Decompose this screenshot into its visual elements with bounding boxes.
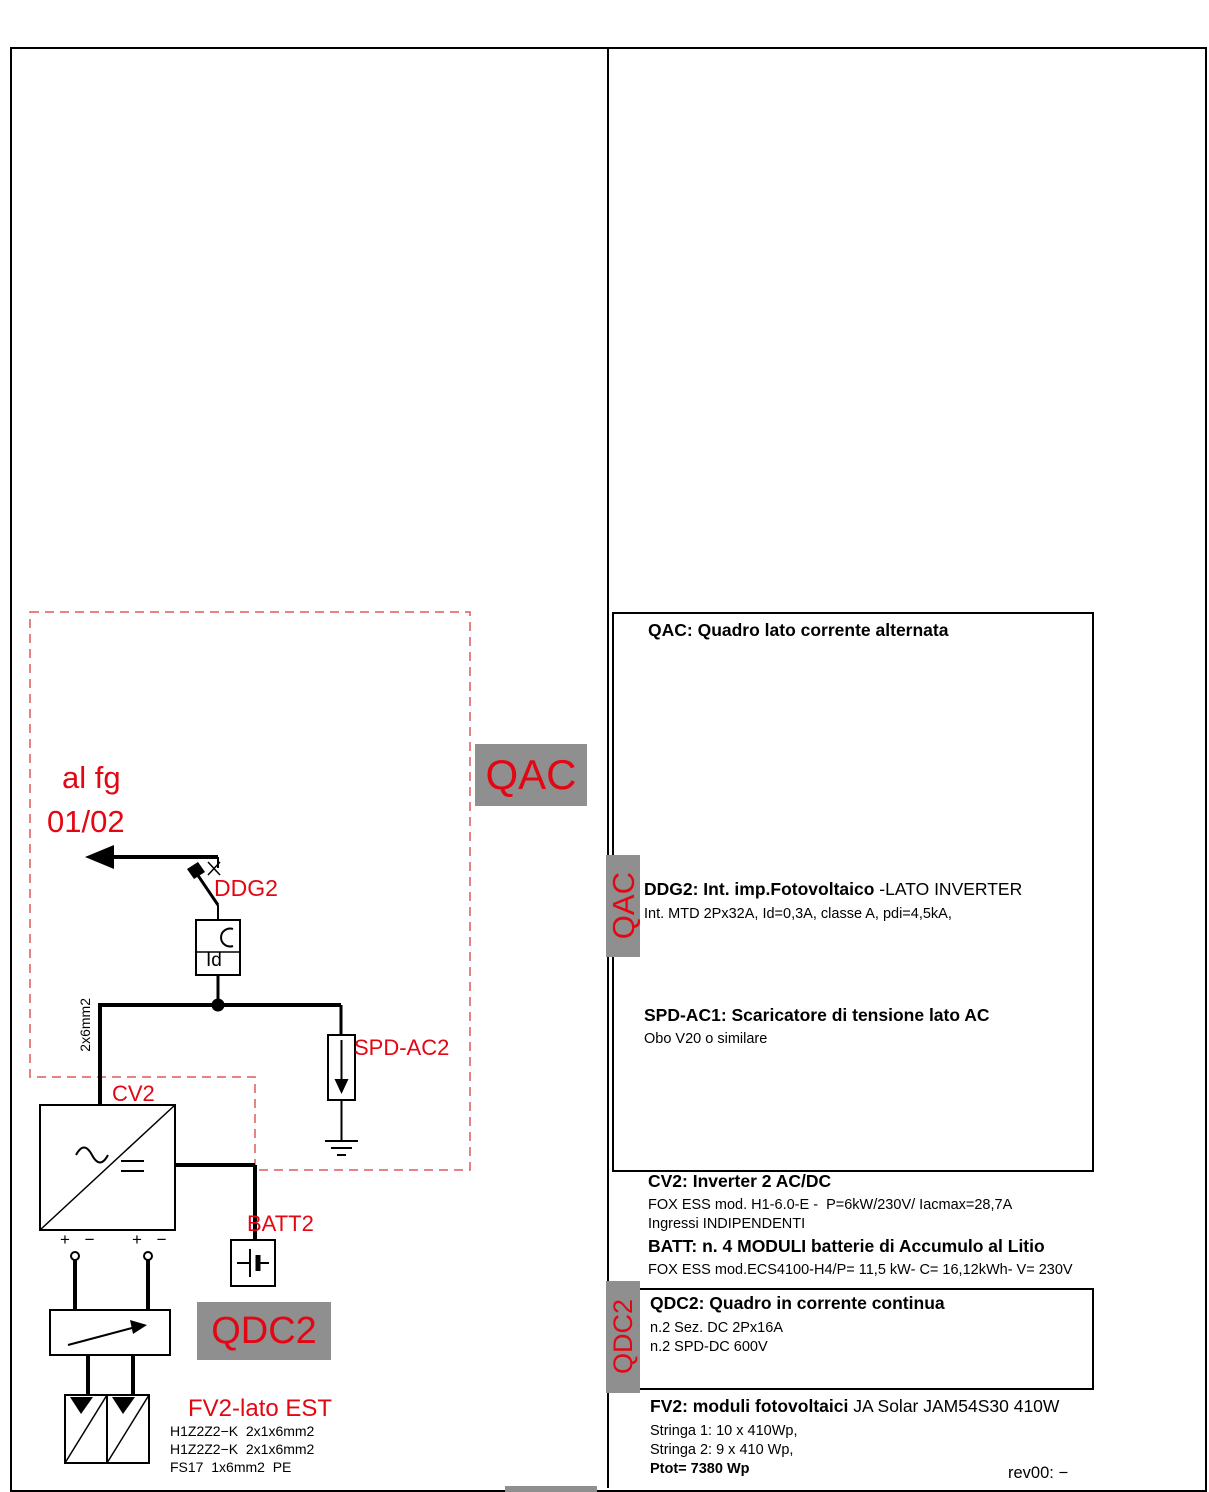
ddg2-legend-title: DDG2: Int. imp.Fotovoltaico -LATO INVERT… <box>644 879 1022 901</box>
qac-tag-box: QAC <box>475 744 587 806</box>
cable-spec-line-2: H1Z2Z2−K 2x1x6mm2 <box>170 1441 315 1457</box>
ddg2-legend-title-rest: -LATO INVERTER <box>874 879 1023 899</box>
ddg2-breaker-symbol <box>187 857 241 976</box>
cv2-legend-detail-1: FOX ESS mod. H1-6.0-E - P=6kW/230V/ Iacm… <box>648 1197 1013 1213</box>
pv-module-symbols <box>64 1394 150 1464</box>
cable-size-vertical-label: 2x6mm2 <box>74 985 96 1065</box>
qdc2-side-tab-label: QDC2 <box>607 1299 638 1375</box>
cv2-legend-detail-2: Ingressi INDIPENDENTI <box>648 1216 806 1232</box>
qac-side-tab-label: QAC <box>605 872 641 940</box>
id-label: Id <box>206 950 222 971</box>
inverter-terminals-left: + − <box>60 1230 100 1249</box>
destination-label-line2: 01/02 <box>47 804 125 839</box>
qdc2-tag-label: QDC2 <box>211 1310 317 1352</box>
qac-legend-title: QAC: Quadro lato corrente alternata <box>648 620 949 640</box>
batt-legend-title: BATT: n. 4 MODULI batterie di Accumulo a… <box>648 1236 1045 1256</box>
spd-ac2-label: SPD-AC2 <box>354 1035 450 1060</box>
fv2-legend-title-rest: JA Solar JAM54S30 410W <box>848 1396 1060 1416</box>
qac-boundary-dashed <box>29 611 471 1171</box>
ddg2-legend-title-bold: DDG2: Int. imp.Fotovoltaico <box>644 879 875 899</box>
cable-spec-line-1: H1Z2Z2−K 2x1x6mm2 <box>170 1423 315 1439</box>
ddg2-label: DDG2 <box>214 875 278 901</box>
cv2-label: CV2 <box>112 1081 155 1106</box>
dc-string-lines <box>70 1251 153 1396</box>
qac-tag-label: QAC <box>485 751 577 798</box>
cv2-inverter-symbol <box>39 1104 176 1231</box>
cable-size-vertical-text: 2x6mm2 <box>77 998 93 1052</box>
bottom-gray-mark <box>505 1486 597 1492</box>
cv2-legend-title: CV2: Inverter 2 AC/DC <box>648 1171 832 1191</box>
fv2-legend-ptot: Ptot= 7380 Wp <box>650 1461 750 1477</box>
battery-connection <box>175 1163 276 1287</box>
fv2-legend-title-bold: FV2: moduli fotovoltaici <box>650 1396 849 1416</box>
spd-legend-detail: Obo V20 o similare <box>644 1031 768 1047</box>
qdc2-legend-title: QDC2: Quadro in corrente continua <box>650 1293 945 1313</box>
batt2-label: BATT2 <box>247 1211 314 1236</box>
batt-legend-detail: FOX ESS mod.ECS4100-H4/P= 11,5 kW- C= 16… <box>648 1262 1073 1278</box>
destination-label-line1: al fg <box>62 760 121 795</box>
ac-bus-lines <box>98 975 343 1110</box>
cable-spec-line-3: FS17 1x6mm2 PE <box>170 1459 292 1475</box>
qdc2-legend-detail-1: n.2 Sez. DC 2Px16A <box>650 1320 783 1336</box>
feeder-arrow <box>85 845 218 869</box>
fv2-label: FV2-lato EST <box>188 1395 333 1422</box>
spd-legend-title: SPD-AC1: Scaricatore di tensione lato AC <box>644 1005 990 1025</box>
ddg2-legend-detail: Int. MTD 2Px32A, Id=0,3A, classe A, pdi=… <box>644 906 952 922</box>
revision-label: rev00: − <box>1008 1464 1069 1482</box>
qac-legend-box <box>612 612 1094 1172</box>
inverter-terminals-right: + − <box>132 1230 172 1249</box>
qdc2-tag-box: QDC2 <box>197 1302 331 1360</box>
qdc2-switch-symbol <box>49 1309 171 1356</box>
spd-ac2-symbol <box>325 1034 358 1156</box>
qac-side-tab: QAC <box>605 855 641 957</box>
qdc2-side-tab: QDC2 <box>606 1281 640 1393</box>
fv2-legend-detail-2: Stringa 2: 9 x 410 Wp, <box>650 1442 794 1458</box>
column-divider <box>607 47 609 1488</box>
fv2-legend-detail-1: Stringa 1: 10 x 410Wp, <box>650 1423 798 1439</box>
fv2-legend-title: FV2: moduli fotovoltaici JA Solar JAM54S… <box>650 1396 1059 1418</box>
qdc2-legend-detail-2: n.2 SPD-DC 600V <box>650 1339 768 1355</box>
